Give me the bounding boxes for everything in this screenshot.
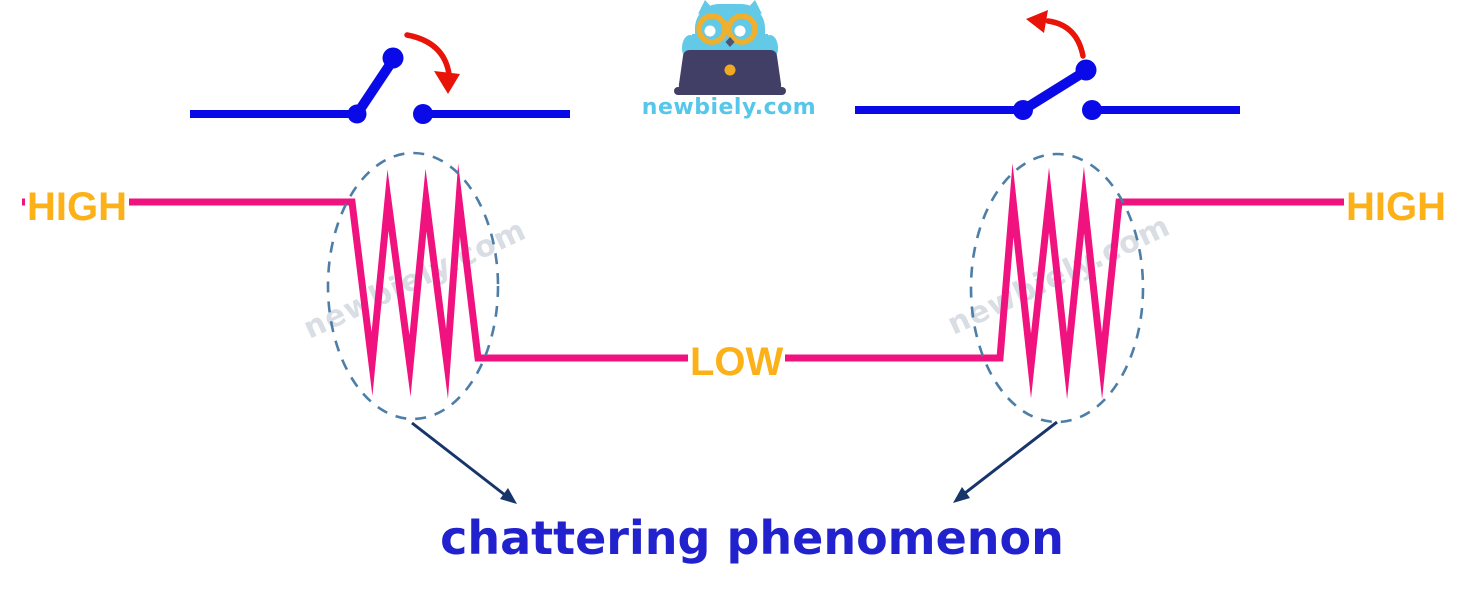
switch-lever (352, 57, 398, 117)
owl-eye (704, 25, 716, 37)
owl-logo-icon (674, 0, 786, 95)
high-label-right: HIGH (1344, 185, 1448, 229)
lever-dot (1075, 59, 1097, 81)
closing-arrow-icon (404, 32, 460, 94)
low-label: LOW (688, 340, 786, 384)
pointer-arrow-right-icon (953, 420, 1058, 503)
contact-dot (1013, 100, 1033, 120)
contact-dot (347, 104, 367, 124)
bounce-ellipse-left (326, 151, 500, 421)
contact-dot (1082, 100, 1102, 120)
owl-beak (725, 37, 735, 47)
pointer-arrow-left-icon (411, 421, 517, 504)
opening-arrow-icon (1026, 10, 1086, 59)
owl-eye (734, 25, 746, 37)
lever-dot (382, 47, 404, 69)
switch-opening-icon (855, 10, 1240, 120)
laptop-logo-dot (724, 64, 736, 76)
signal-waveform (22, 163, 1345, 400)
caption-text: chattering phenomenon (440, 511, 1064, 565)
switch-lever (1020, 67, 1087, 115)
switch-closing-icon (190, 32, 570, 124)
brand-logo-text: newbiely.com (641, 95, 817, 120)
high-label-left: HIGH (25, 185, 129, 229)
contact-dot (413, 104, 433, 124)
bounce-ellipse-right (969, 152, 1145, 424)
